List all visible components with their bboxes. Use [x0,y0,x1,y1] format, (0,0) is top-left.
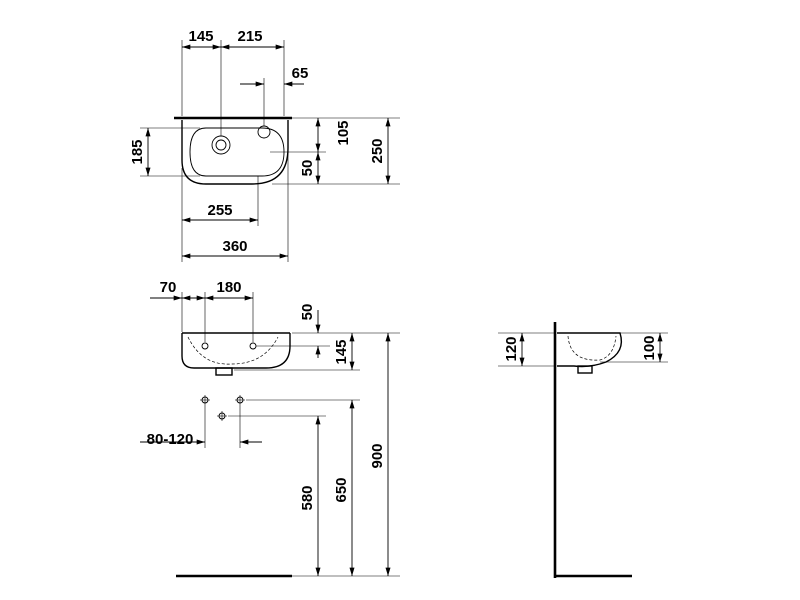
dim-185: 185 [129,139,146,164]
side-view: 120 100 [498,322,668,578]
dim-100: 100 [641,335,658,360]
dim-900: 900 [369,443,386,468]
fixing-points [200,395,245,421]
bowl-outline [189,127,285,177]
dim-70: 70 [160,279,177,296]
drain-inner [215,139,227,151]
dim-580: 580 [299,485,316,510]
dim-180: 180 [216,279,241,296]
dim-255: 255 [207,202,232,219]
dim-50-top: 50 [299,160,316,177]
basin-side-outline [557,332,623,368]
dim-250: 250 [369,138,386,163]
waste-outlet [215,367,233,376]
dim-650: 650 [333,477,350,502]
dim-120: 120 [503,336,520,361]
dim-145: 145 [188,28,213,45]
dim-65: 65 [292,65,309,82]
dim-50-front: 50 [299,304,316,321]
basin-top-outline [181,120,289,185]
top-view: 145 215 65 105 50 250 185 255 360 [129,28,400,262]
dim-105: 105 [335,120,352,145]
dim-80-120: 80-120 [147,431,194,448]
drain-outer [211,135,231,155]
dim-145-front: 145 [333,339,350,364]
dim-215: 215 [237,28,262,45]
dim-360: 360 [222,238,247,255]
front-view: 70 180 50 145 80-120 [140,279,400,578]
basin-front-outline [181,333,291,369]
